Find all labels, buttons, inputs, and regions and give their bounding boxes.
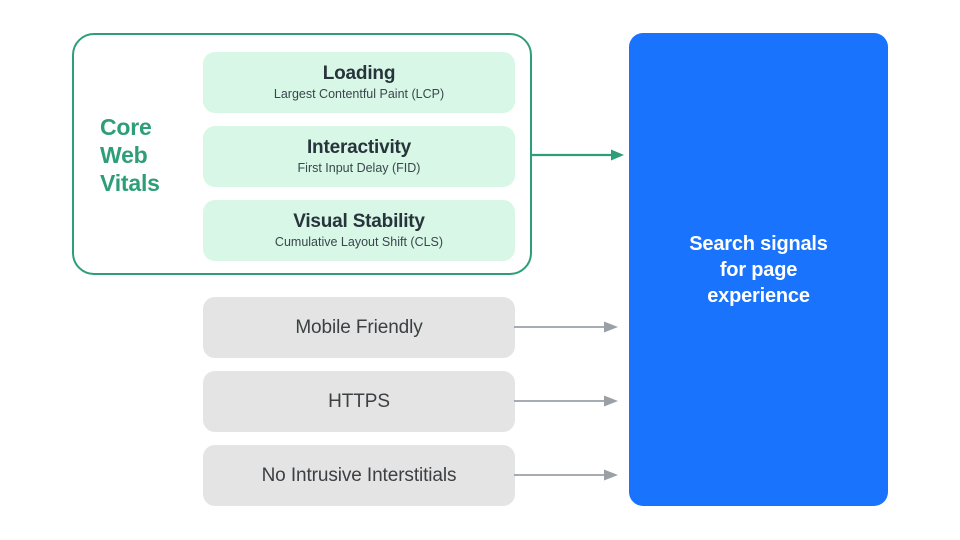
- core-web-vitals-label-line-2: Web: [100, 142, 148, 168]
- core-web-vitals-group-label: Core Web Vitals: [100, 113, 195, 197]
- signal-title: No Intrusive Interstitials: [261, 465, 457, 486]
- arrow-right-grey-icon: [514, 469, 618, 481]
- metric-card-interactivity[interactable]: Interactivity First Input Delay (FID): [203, 126, 515, 187]
- arrow-right-grey-icon: [514, 321, 618, 333]
- signal-card-mobile-friendly[interactable]: Mobile Friendly: [203, 297, 515, 358]
- metric-subtitle: Largest Contentful Paint (LCP): [273, 87, 445, 101]
- metric-title: Interactivity: [306, 137, 412, 158]
- arrow-right-green-icon: [531, 149, 624, 161]
- metric-subtitle: First Input Delay (FID): [297, 161, 421, 175]
- signal-card-https[interactable]: HTTPS: [203, 371, 515, 432]
- destination-card-search-signals[interactable]: Search signals for page experience: [629, 33, 888, 506]
- metric-title: Loading: [322, 63, 396, 84]
- core-web-vitals-label-line-3: Vitals: [100, 170, 160, 196]
- signal-title: Mobile Friendly: [295, 317, 423, 338]
- signal-title: HTTPS: [328, 391, 390, 412]
- signal-card-no-intrusive-interstitials[interactable]: No Intrusive Interstitials: [203, 445, 515, 506]
- metric-card-visual-stability[interactable]: Visual Stability Cumulative Layout Shift…: [203, 200, 515, 261]
- metric-card-loading[interactable]: Loading Largest Contentful Paint (LCP): [203, 52, 515, 113]
- arrow-right-grey-icon: [514, 395, 618, 407]
- metric-subtitle: Cumulative Layout Shift (CLS): [274, 235, 444, 249]
- destination-title: Search signals for page experience: [689, 232, 828, 307]
- metric-title: Visual Stability: [293, 211, 425, 232]
- core-web-vitals-label-line-1: Core: [100, 114, 152, 140]
